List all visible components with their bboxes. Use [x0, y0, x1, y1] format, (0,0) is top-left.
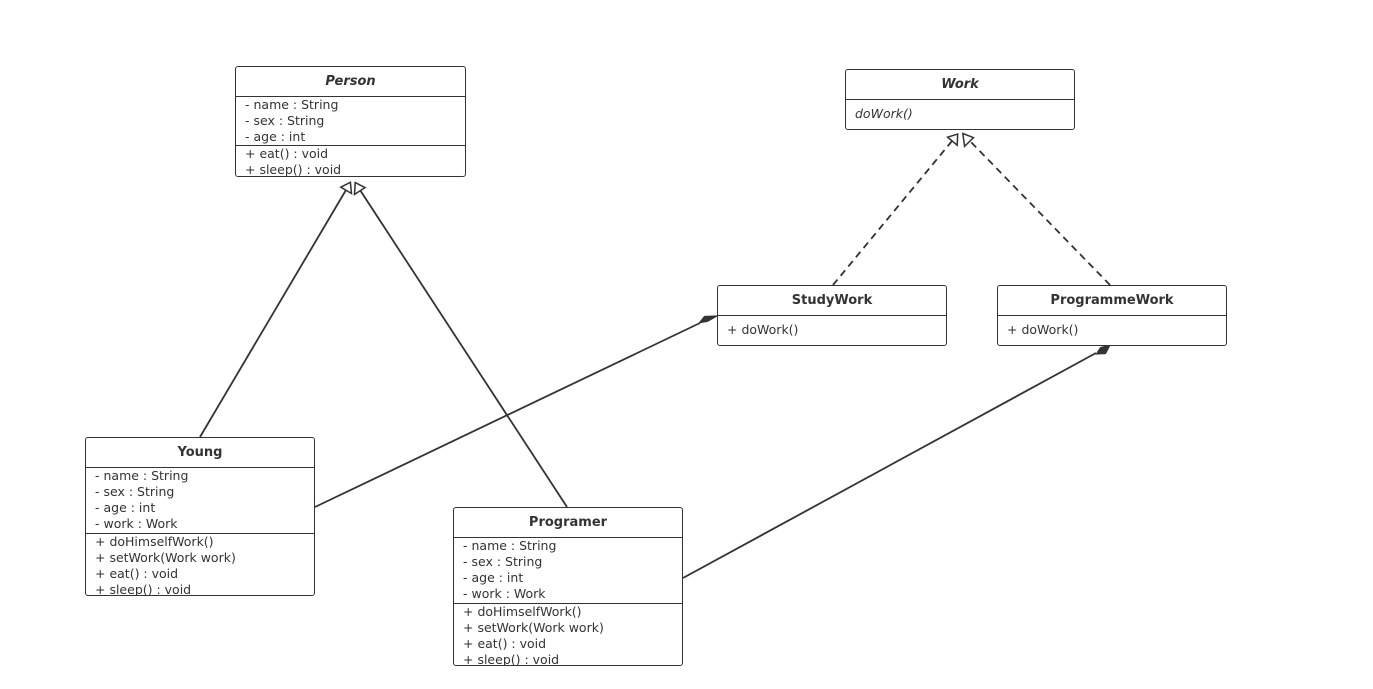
- operation: + sleep() : void: [95, 582, 192, 596]
- hollow-triangle-arrowhead: [353, 181, 367, 196]
- attributes-section: - name : String - sex : String - age : i…: [236, 97, 465, 145]
- attribute: - name : String: [463, 538, 557, 553]
- class-programer[interactable]: Programer - name : String - sex : String…: [453, 507, 683, 666]
- attribute: - age : int: [245, 129, 306, 144]
- operations-section: + doWork(): [718, 316, 946, 344]
- hollow-triangle-arrowhead: [339, 181, 353, 195]
- operations-section: doWork(): [846, 100, 1074, 128]
- realization-studywork-work: [832, 132, 959, 286]
- operation: + sleep() : void: [463, 652, 560, 666]
- attribute: - name : String: [95, 468, 189, 483]
- class-name: Young: [86, 438, 314, 468]
- class-name: Person: [236, 67, 465, 97]
- operation: + setWork(Work work): [95, 550, 236, 565]
- realization-programmework-work: [961, 132, 1111, 286]
- composition-young-studywork: [314, 315, 718, 508]
- interface-work[interactable]: Work doWork(): [845, 69, 1075, 130]
- class-studywork[interactable]: StudyWork + doWork(): [717, 285, 947, 346]
- operations-section: + doHimselfWork() + setWork(Work work) +…: [86, 533, 314, 596]
- operation: + doWork(): [727, 322, 799, 337]
- filled-diamond-marker: [1095, 344, 1112, 355]
- generalization-programer-person: [353, 181, 568, 508]
- operation: + eat() : void: [463, 636, 547, 651]
- attribute: - age : int: [463, 570, 524, 585]
- hollow-triangle-arrowhead: [961, 132, 975, 148]
- class-person[interactable]: Person - name : String - sex : String - …: [235, 66, 466, 177]
- hollow-triangle-arrowhead: [946, 132, 959, 147]
- class-name: Work: [846, 70, 1074, 100]
- attribute: - sex : String: [463, 554, 543, 569]
- class-name: StudyWork: [718, 286, 946, 316]
- operation: doWork(): [855, 106, 913, 121]
- operation: + eat() : void: [245, 146, 329, 161]
- operation: + doHimselfWork(): [95, 534, 214, 549]
- attribute: - age : int: [95, 500, 156, 515]
- operation: + doWork(): [1007, 322, 1079, 337]
- operation: + sleep() : void: [245, 162, 342, 177]
- attribute: - work : Work: [95, 516, 178, 531]
- attribute: - sex : String: [245, 113, 325, 128]
- class-name: ProgrammeWork: [998, 286, 1226, 316]
- operation: + setWork(Work work): [463, 620, 604, 635]
- attribute: - name : String: [245, 97, 339, 112]
- attribute: - work : Work: [463, 586, 546, 601]
- attribute: - sex : String: [95, 484, 175, 499]
- operations-section: + doWork(): [998, 316, 1226, 344]
- filled-diamond-marker: [698, 315, 718, 324]
- operation: + doHimselfWork(): [463, 604, 582, 619]
- operation: + eat() : void: [95, 566, 179, 581]
- composition-programer-programmework: [682, 344, 1112, 579]
- attributes-section: - name : String - sex : String - age : i…: [454, 538, 682, 603]
- operations-section: + eat() : void + sleep() : void: [236, 145, 465, 177]
- generalization-young-person: [199, 181, 353, 438]
- operations-section: + doHimselfWork() + setWork(Work work) +…: [454, 603, 682, 666]
- class-programmework[interactable]: ProgrammeWork + doWork(): [997, 285, 1227, 346]
- class-young[interactable]: Young - name : String - sex : String - a…: [85, 437, 315, 596]
- attributes-section: - name : String - sex : String - age : i…: [86, 468, 314, 533]
- class-name: Programer: [454, 508, 682, 538]
